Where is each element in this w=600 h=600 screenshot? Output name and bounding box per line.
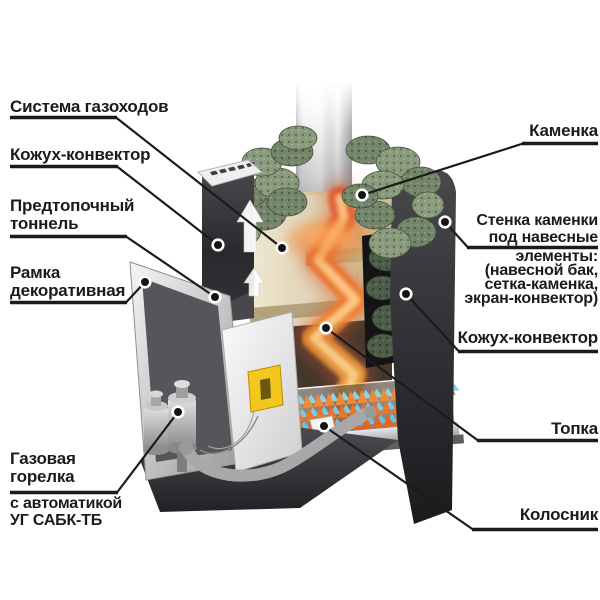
label-gazovaya-gorelka: Газовая горелка [10, 449, 76, 486]
label-stenka-kamenki-sub: элементы: (навесной бак, сетка-каменка, … [464, 248, 598, 307]
callout-topka [319, 321, 598, 443]
callout-dot [355, 188, 369, 202]
callout-dot [171, 405, 185, 419]
stone [411, 191, 445, 219]
label-kolosnik: Колосник [519, 505, 598, 524]
label-kozhuh-konvektor-left: Кожух-конвектор [10, 145, 151, 164]
airflow-arrow [243, 267, 265, 297]
control-unit-slot [260, 378, 271, 400]
stone [266, 187, 308, 217]
label-kozhuh-konvektor-right: Кожух-конвектор [457, 328, 599, 347]
callout-kozhuh-konvektor-left [10, 164, 225, 252]
callout-dot [138, 275, 152, 289]
callout-stenka-kamenki [438, 215, 598, 250]
callout-dot [275, 241, 289, 255]
label-predtopochny-tonnel: Предтопочный тоннель [10, 196, 135, 233]
callout-dot [208, 290, 222, 304]
grille-slots [210, 163, 252, 176]
label-kamenka: Каменка [529, 121, 598, 140]
label-topka: Топка [551, 419, 598, 438]
left-column [197, 159, 264, 324]
stone [278, 125, 318, 151]
label-stenka-kamenki: Стенка каменки под навесные [476, 212, 598, 246]
control-wire [199, 415, 259, 455]
callout-dot [438, 215, 452, 229]
label-sistema-gazohodov: Система газоходов [10, 97, 169, 116]
label-ramka-dekorativnaya: Рамка декоративная [10, 263, 126, 300]
callouts [10, 115, 598, 532]
callout-dot [211, 238, 225, 252]
callout-gazovaya-gorelka [10, 405, 185, 495]
gas-hose [179, 406, 376, 482]
heat-glow-core [304, 225, 352, 247]
burner-door [199, 311, 303, 473]
callout-kamenka [355, 141, 598, 202]
callout-kozhuh-konvektor-right [399, 287, 598, 354]
callout-sistema-gazohodov [10, 115, 289, 255]
control-wire [207, 411, 255, 450]
stone [368, 227, 412, 259]
callout-dot [317, 419, 331, 433]
label-gorelka-avtomatika: с автоматикой УГ САБК-ТБ [10, 495, 123, 529]
callout-kolosnik [317, 419, 598, 532]
airflow-arrow [236, 199, 264, 253]
callout-dot [399, 287, 413, 301]
callout-ramka-dekorativnaya [10, 275, 152, 305]
callout-predtopochny-tonnel [10, 234, 222, 304]
callout-dot [319, 321, 333, 335]
vent-grille [197, 159, 264, 187]
heat-flow [294, 178, 376, 432]
